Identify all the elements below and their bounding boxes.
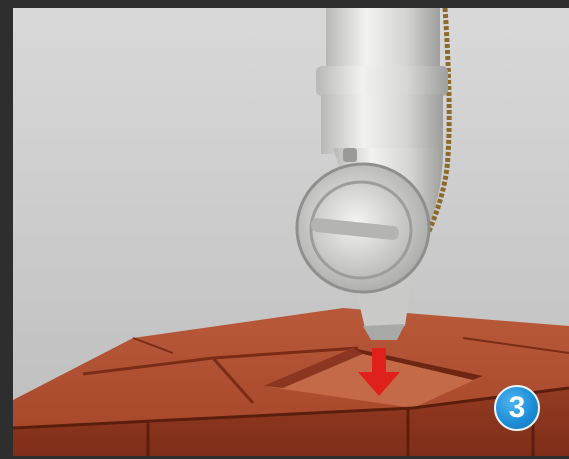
illustration-scene: [13, 8, 569, 456]
step-number-badge: 3: [494, 385, 540, 431]
